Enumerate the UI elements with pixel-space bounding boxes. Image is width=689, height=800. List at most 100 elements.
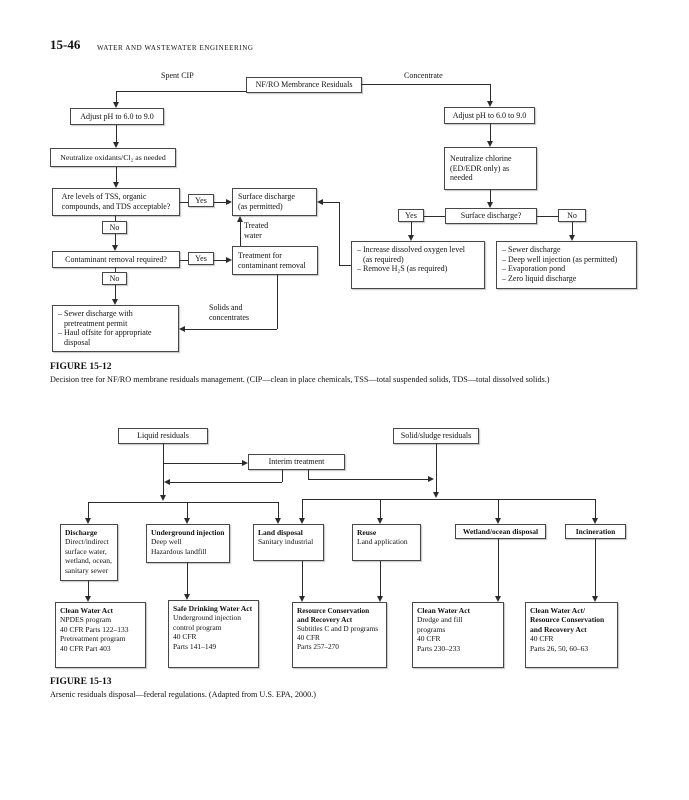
node-contaminant-question: Contaminant removal required? xyxy=(52,251,180,268)
connector-line xyxy=(214,260,227,261)
connector-line xyxy=(490,124,491,142)
label-solids-concentrates: Solids and concentrates xyxy=(209,303,249,322)
connector-line xyxy=(282,470,283,482)
arrowhead xyxy=(85,518,91,524)
arrowhead xyxy=(487,141,493,147)
arrowhead xyxy=(226,199,232,205)
connector-line xyxy=(184,329,277,330)
node-solid-sludge-residuals: Solid/sludge residuals xyxy=(393,428,479,444)
node-adjust-ph-left: Adjust pH to 6.0 to 9.0 xyxy=(70,108,164,125)
connector-line xyxy=(302,499,595,500)
node-no-1: No xyxy=(102,221,127,234)
connector-line xyxy=(380,499,381,519)
arrowhead xyxy=(160,495,166,501)
connector-line xyxy=(411,222,412,236)
node-no-3: No xyxy=(558,209,586,222)
connector-line xyxy=(498,539,499,597)
connector-line xyxy=(339,265,351,266)
connector-line xyxy=(116,167,117,183)
arrowhead xyxy=(179,326,185,332)
arrowhead xyxy=(113,182,119,188)
connector-line xyxy=(187,563,188,595)
connector-line xyxy=(169,482,282,483)
node-neutralize-oxidants: Neutralize oxidants/Cl₂ as needed xyxy=(50,148,176,167)
connector-line xyxy=(115,234,116,246)
figure-13-caption: Arsenic residuals disposal—federal regul… xyxy=(50,690,316,699)
connector-line xyxy=(115,216,116,221)
connector-line xyxy=(116,91,246,92)
connector-line xyxy=(214,202,227,203)
connector-line xyxy=(572,222,573,236)
node-treatment-contaminant: Treatment for contaminant removal xyxy=(232,246,318,275)
arrowhead xyxy=(226,257,232,263)
label-concentrate: Concentrate xyxy=(404,71,443,80)
node-surface-discharge: Surface discharge (as permitted) xyxy=(232,188,317,216)
arrowhead xyxy=(377,518,383,524)
arrowhead xyxy=(237,216,243,222)
arrowhead xyxy=(112,299,118,305)
node-yes-2: Yes xyxy=(188,252,214,265)
connector-line xyxy=(498,499,499,519)
connector-line xyxy=(490,190,491,202)
connector-line xyxy=(116,91,117,103)
node-incineration: Incineration xyxy=(565,524,626,539)
connector-line xyxy=(302,499,303,519)
arrowhead xyxy=(299,518,305,524)
connector-line xyxy=(88,502,278,503)
connector-line xyxy=(163,444,164,496)
arrowhead xyxy=(85,596,91,602)
node-nfro-residuals: NF/RO Membrance Residuals xyxy=(246,77,362,93)
connector-line xyxy=(88,581,89,597)
connector-line xyxy=(302,561,303,597)
connector-line xyxy=(595,499,596,519)
arrowhead xyxy=(184,594,190,600)
connector-line xyxy=(537,216,558,217)
node-adjust-ph-right: Adjust pH to 6.0 to 9.0 xyxy=(444,107,535,124)
arrowhead xyxy=(242,460,248,466)
arrowhead xyxy=(569,235,575,241)
figure-12-caption: Decision tree for NF/RO membrane residua… xyxy=(50,375,550,384)
arrowhead xyxy=(592,518,598,524)
node-wetland-ocean-disposal: Wetland/ocean disposal xyxy=(455,524,546,539)
connector-line xyxy=(277,275,278,329)
connector-line xyxy=(323,202,339,203)
arrowhead xyxy=(408,235,414,241)
running-head: WATER AND WASTEWATER ENGINEERING xyxy=(97,44,254,52)
figure-12-title: FIGURE 15-12 xyxy=(50,362,112,372)
node-sewer-discharge-left: – Sewer discharge with pretreatment perm… xyxy=(52,305,179,352)
arrowhead xyxy=(487,101,493,107)
arrowhead xyxy=(112,245,118,251)
connector-line xyxy=(424,216,445,217)
arrowhead xyxy=(113,142,119,148)
node-no-surface-options: – Sewer discharge – Deep well injection … xyxy=(496,241,637,289)
arrowhead xyxy=(592,596,598,602)
arrowhead xyxy=(495,596,501,602)
connector-line xyxy=(339,202,340,265)
node-cwa-rcra: Clean Water Act/ Resource Conservation a… xyxy=(525,602,618,668)
node-liquid-residuals: Liquid residuals xyxy=(118,428,208,444)
connector-line xyxy=(115,285,116,300)
arrowhead xyxy=(275,518,281,524)
connector-line xyxy=(595,539,596,597)
label-spent-cip: Spent CIP xyxy=(161,71,194,80)
connector-line xyxy=(163,463,243,464)
node-tss-question: Are levels of TSS, organic compounds, an… xyxy=(52,188,180,216)
connector-line xyxy=(380,561,381,597)
connector-line xyxy=(308,479,428,480)
node-yes-3: Yes xyxy=(398,209,424,222)
node-increase-oxygen: – Increase dissolved oxygen level (as re… xyxy=(351,241,485,289)
node-interim-treatment: Interim treatment xyxy=(248,454,345,470)
connector-line xyxy=(115,268,116,272)
connector-line xyxy=(187,502,188,519)
arrowhead xyxy=(317,199,323,205)
connector-line xyxy=(180,202,188,203)
node-yes-1: Yes xyxy=(188,194,214,207)
arrowhead xyxy=(164,479,170,485)
